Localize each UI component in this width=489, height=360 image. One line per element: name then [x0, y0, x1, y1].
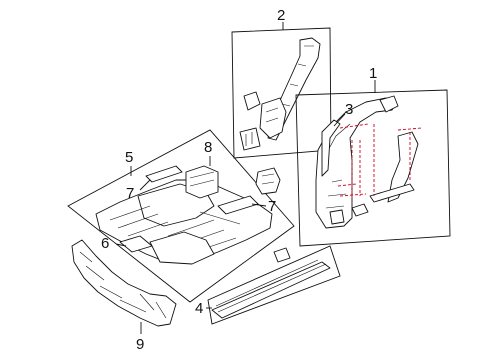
- center-reinforcement: [185, 165, 219, 199]
- group-1-body-side: [295, 89, 451, 247]
- rocker-panel-detail: [215, 259, 327, 313]
- small-clip-part: [243, 91, 261, 111]
- front-structure-panel: [71, 239, 177, 327]
- pillar-lower-bracket-detail: [265, 107, 279, 123]
- leader-6: [115, 243, 127, 247]
- callout-2: 2: [277, 7, 285, 24]
- body-side-inner-detail: [323, 123, 351, 209]
- front-structure-detail: [79, 251, 167, 319]
- callout-8: 8: [204, 139, 212, 156]
- leader-7a: [139, 179, 151, 191]
- nut-plate-part: [239, 127, 261, 151]
- nut-plate-detail: [245, 132, 253, 146]
- callout-7b: 7: [268, 198, 276, 215]
- rocker-plug: [273, 247, 291, 263]
- floor-pan-group: [67, 129, 295, 303]
- leader-lines: [115, 22, 376, 334]
- leader-7b: [251, 203, 267, 207]
- body-side-outer-panel: [315, 97, 397, 229]
- reference-line-sill: [337, 183, 367, 197]
- reference-line-roof: [339, 123, 423, 131]
- group-1-frame: [295, 89, 451, 247]
- reference-line-pillar: [351, 124, 411, 200]
- pillar-lower-bracket: [259, 97, 287, 139]
- small-bracket-part: [119, 235, 153, 253]
- lower-clip-2: [351, 203, 369, 217]
- callouts: 1 2 3 4 5 6 7 7 8 9: [101, 7, 377, 353]
- callout-4: 4: [195, 300, 203, 317]
- floor-support-bracket: [255, 167, 281, 195]
- callout-6: 6: [101, 235, 109, 252]
- group-4-frame: [207, 245, 341, 325]
- lower-clip-1: [329, 209, 345, 225]
- roof-rail-section: [379, 95, 399, 113]
- a-pillar-inner: [321, 119, 341, 177]
- rocker-section: [369, 183, 415, 203]
- callout-3: 3: [345, 101, 353, 118]
- callout-1: 1: [369, 65, 377, 82]
- rear-quarter-section: [387, 131, 419, 203]
- callout-5: 5: [125, 149, 133, 166]
- group-4-rocker: [207, 245, 341, 325]
- group-2-pillar-reinforcement: [231, 27, 332, 159]
- center-reinforcement-detail: [189, 171, 215, 187]
- part-9-front-structure: [71, 239, 177, 327]
- leader-3: [333, 113, 346, 127]
- seat-crossmember: [217, 195, 259, 215]
- pillar-reinforcement-detail: [275, 45, 314, 127]
- callout-7a: 7: [126, 185, 134, 202]
- callout-9: 9: [136, 336, 144, 353]
- floor-pan-frame: [67, 129, 295, 303]
- rocker-panel: [211, 261, 331, 319]
- rear-floor-section: [149, 231, 215, 265]
- floor-support-detail: [261, 173, 275, 185]
